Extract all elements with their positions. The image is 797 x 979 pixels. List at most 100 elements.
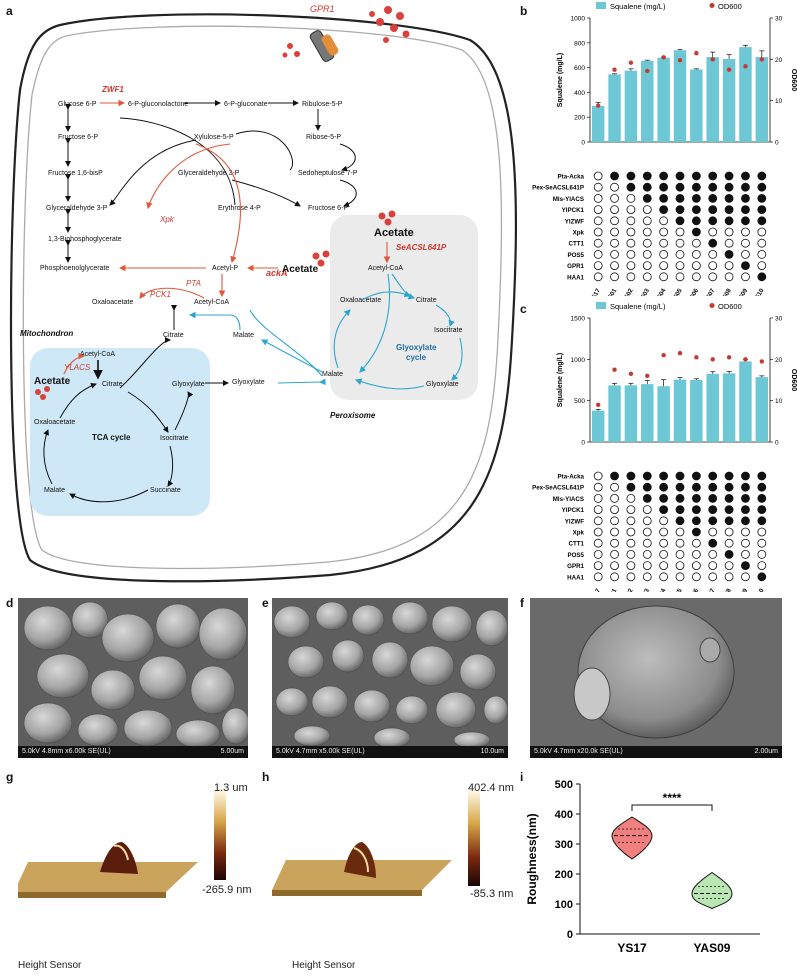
y-axis-title: Squalene (mg/L) (557, 353, 564, 407)
matrix-dot (724, 516, 734, 526)
matrix-dot (708, 227, 718, 237)
sem-info-e: 5.0kV 4.7mm x5.00k SE(UL) (276, 748, 365, 755)
matrix-dot (691, 505, 701, 515)
y-tick-label: 200 (555, 869, 573, 881)
bar (608, 74, 621, 142)
afm-h-caption: Height Sensor (292, 960, 356, 971)
matrix-dot (593, 171, 603, 181)
enzyme-zwf1: ZWF1 (101, 85, 124, 94)
matrix-dot (691, 572, 701, 582)
bar (641, 384, 654, 442)
matrix-dot (741, 471, 750, 481)
matrix-dot (691, 482, 701, 492)
od-point (661, 55, 666, 60)
matrix-dot (659, 216, 669, 226)
bar (608, 385, 621, 442)
bar (739, 361, 752, 442)
matrix-dot (610, 227, 619, 237)
bar (657, 57, 670, 142)
matrix-dot (691, 471, 701, 481)
matrix-dot (757, 527, 767, 537)
matrix-dot (708, 249, 718, 259)
matrix-dot (757, 516, 767, 526)
matrix-dot (741, 261, 750, 271)
matrix-dot (626, 516, 636, 526)
sem-info-bar-f: 5.0kV 4.7mm x20.0k SE(UL)2.00um (530, 746, 782, 758)
node-erythrose4p: Erythrose 4-P (218, 205, 261, 212)
significance-label: **** (663, 791, 682, 805)
node-acetylcoa-perox: Acetyl-CoA (368, 265, 403, 272)
legend-swatch-squalene (596, 2, 606, 9)
y-axis-title: Roughness(nm) (525, 813, 539, 904)
pathway-diagram: GPR1 Glucose 6-P ZWF1 6-P-gluconolactone… (9, 4, 517, 583)
y-tick-label: 200 (574, 115, 585, 122)
matrix-dot (610, 272, 619, 282)
violin-yas09 (691, 871, 733, 910)
y2-axis-title: OD600 (790, 369, 797, 391)
label-peroxisome: Peroxisome (330, 411, 376, 420)
label-glyoxylate-cycle: Glyoxylate (396, 343, 437, 352)
panel-label-a: a (6, 4, 13, 18)
matrix-dot (642, 193, 652, 203)
y2-tick-label: 10 (775, 398, 783, 405)
bar (755, 57, 769, 143)
matrix-dot (741, 572, 750, 582)
matrix-dot (724, 261, 734, 271)
od-point (645, 373, 650, 379)
od-point (743, 357, 748, 362)
matrix-dot (610, 505, 619, 515)
label-glyoxylate-cycle-2: cycle (406, 353, 427, 362)
y-tick-label: 0 (567, 929, 573, 941)
matrix-dot (691, 205, 701, 215)
sem-scale-d: 5.00um (220, 748, 244, 755)
node-fructose16: Fructose 1,6-bisP (48, 170, 103, 177)
matrix-dot (708, 561, 718, 571)
sem-cells-e (272, 598, 508, 749)
matrix-dot (691, 193, 701, 203)
matrix-dot (741, 527, 750, 537)
y-tick-label: 800 (574, 40, 585, 47)
bar (690, 380, 703, 442)
matrix-dot (675, 527, 685, 537)
matrix-dot (610, 182, 619, 192)
node-glucose6p: Glucose 6-P (58, 101, 97, 108)
od-point (726, 355, 732, 360)
significance-bracket (631, 804, 713, 811)
y-tick-label: 1000 (571, 16, 586, 23)
matrix-row-label: Pex-SeACSL641P (532, 185, 584, 192)
matrix-dot (757, 549, 767, 559)
matrix-dot (741, 549, 750, 559)
matrix-dot (691, 516, 701, 526)
matrix-row-label: YlZWF (565, 518, 584, 525)
matrix-dot (757, 505, 767, 515)
matrix-row-label: HAA1 (567, 574, 584, 581)
matrix-dot (691, 227, 701, 237)
matrix-dot (757, 216, 767, 226)
category-label: YAS05 (668, 587, 684, 592)
matrix-dot (675, 216, 685, 226)
legend-label-squalene: Squalene (mg/L) (610, 302, 666, 311)
matrix-dot (593, 261, 603, 271)
node-oaa-mid: Oxaloacetate (92, 299, 133, 306)
category-label: YAS06 (685, 587, 701, 592)
matrix-dot (675, 171, 685, 181)
afm-g-max: 1.3 um (214, 782, 248, 794)
sem-scale-e: 10.0um (480, 748, 504, 755)
bar (706, 373, 719, 442)
matrix-dot (691, 238, 701, 248)
y-tick-label: 500 (574, 398, 585, 405)
category-label: YAS04 (652, 287, 668, 296)
y-tick-label: 0 (581, 140, 585, 147)
matrix-dot (741, 205, 750, 215)
category-label: YAS04 (652, 587, 668, 592)
node-glyoxylate-mid: Glyoxylate (232, 379, 265, 386)
matrix-row-label: YlPCK1 (562, 207, 585, 214)
category-label: YAS05 (668, 287, 684, 296)
node-sedoheptulose: Sedoheptulose 7-P (298, 170, 358, 177)
node-citrate-perox: Citrate (416, 297, 437, 304)
category-label: YAS03 (635, 287, 651, 296)
matrix-dot (741, 482, 750, 492)
enzyme-xpk: Xpk (159, 215, 175, 224)
node-gluconolactone: 6-P-gluconolactone (128, 101, 188, 108)
enzyme-acka: ackA (266, 268, 288, 278)
